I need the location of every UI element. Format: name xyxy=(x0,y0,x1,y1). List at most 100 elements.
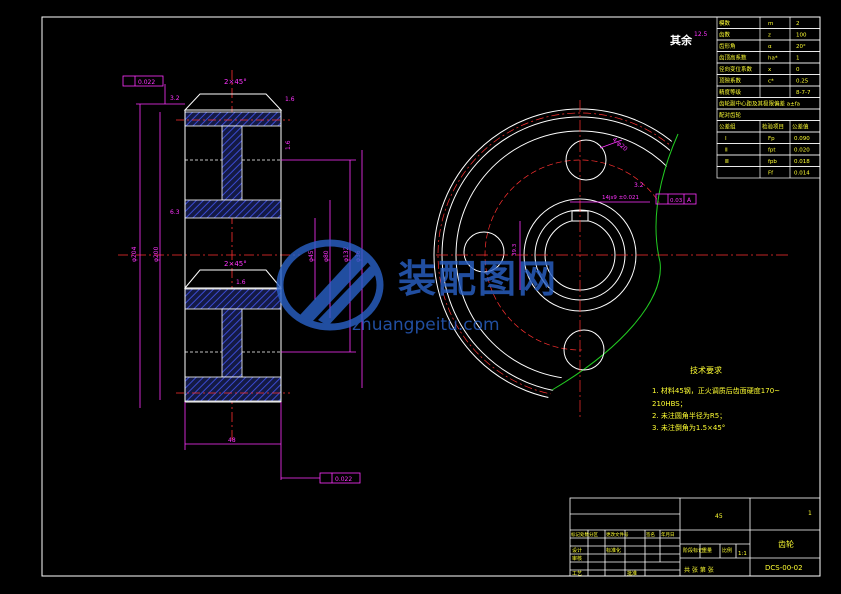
dim-width-label: 48 xyxy=(228,437,236,444)
top-chamfer-outline xyxy=(183,93,283,111)
check-row-box xyxy=(716,166,821,179)
check-item: fpt xyxy=(768,148,776,154)
check-header-cell: 检验项目 xyxy=(762,123,784,131)
param-name: 模数 xyxy=(719,19,731,27)
title-row-2: 审核 xyxy=(572,555,582,562)
param-value: 8-7-7 xyxy=(796,90,811,96)
check-header-cell: 公差组 xyxy=(719,123,736,131)
watermark-logo-slash xyxy=(300,250,372,322)
watermark: 装配图网 zhuangpeitu.com xyxy=(276,239,556,335)
title-quantity: 1 xyxy=(808,510,812,517)
top-rim-hatch xyxy=(184,111,282,127)
front-roughness: 3.2 xyxy=(634,182,644,189)
side-section-view: 0.022 0.022 2×45° 2×45° 3.2 1.6 1.6 6.3 … xyxy=(118,70,363,484)
check-value: 0.018 xyxy=(794,159,810,165)
mid-web-hatch xyxy=(221,308,243,378)
sym-tol-value: 0.03 xyxy=(670,198,683,204)
check-header-cell: 公差值 xyxy=(792,123,809,131)
gear-outline-box xyxy=(184,109,282,403)
roughness-note-label: 其余 xyxy=(670,33,693,47)
lightening-hole-bottom xyxy=(563,329,605,371)
param-value: 0.25 xyxy=(796,79,809,85)
param-span-text: 配对齿轮 xyxy=(719,111,742,119)
param-symbol: m xyxy=(768,21,773,27)
check-group: Ⅲ xyxy=(725,159,729,165)
check-item: Ff xyxy=(768,171,774,177)
tech-title: 技术要求 xyxy=(690,365,722,375)
watermark-logo-slash-2 xyxy=(318,266,378,326)
chamfer-mid-label: 2×45° xyxy=(224,260,247,268)
param-name: 顶隙系数 xyxy=(719,77,742,85)
watermark-url: zhuangpeitu.com xyxy=(352,315,500,335)
param-value: 20° xyxy=(796,44,806,50)
title-block xyxy=(569,497,821,577)
watermark-logo-ring xyxy=(276,239,384,331)
check-item: Fp xyxy=(768,136,775,142)
tech-item-1b: 210HBS； xyxy=(652,400,687,408)
hole-leader xyxy=(599,139,623,149)
dim-right-3-label: φ45 xyxy=(308,250,315,262)
title-label-stage: 阶段标记 xyxy=(683,547,703,554)
dim-top-right-label: 1.6 xyxy=(285,140,292,150)
sym-tol-datum: A xyxy=(687,197,692,204)
hole-label: 4-φ20 xyxy=(611,136,629,153)
pitch-circle xyxy=(437,112,680,398)
top-hub-hatch xyxy=(184,199,282,219)
chamfer-top-label: 2×45° xyxy=(224,78,247,86)
title-col-1: 签名 xyxy=(646,531,655,538)
check-group: Ⅰ xyxy=(725,136,727,142)
param-name: 齿顶高系数 xyxy=(719,54,747,62)
check-group: Ⅱ xyxy=(725,148,728,154)
param-name: 齿形角 xyxy=(719,42,736,50)
title-row-3: 工艺 xyxy=(572,571,582,577)
roughness-top-left: 3.2 xyxy=(170,95,180,102)
dim-right-2-label: φ80 xyxy=(323,250,330,262)
param-name: 齿数 xyxy=(719,31,731,39)
check-item: fpb xyxy=(768,159,777,165)
mid-chamfer-outline xyxy=(183,269,283,289)
tech-requirements: 技术要求 1. 材料45钢，正火调质后齿面硬度170~ 210HBS； 2. 未… xyxy=(652,365,780,432)
bottom-rim-hatch xyxy=(184,376,282,402)
param-value: 100 xyxy=(796,33,807,39)
tolerance-frame-bottom: 0.022 xyxy=(319,472,361,484)
param-symbol: x xyxy=(768,67,772,73)
param-value: 1 xyxy=(796,56,800,62)
title-label-approve: 批准 xyxy=(627,570,637,577)
param-name: 精度等级 xyxy=(719,88,742,96)
title-label-std: 标准化 xyxy=(606,547,621,554)
title-row-1: 设计 xyxy=(572,547,582,554)
sym-tol-frame xyxy=(655,193,697,205)
dim-d-label: φ200 xyxy=(153,246,160,262)
lightening-hole-top xyxy=(565,139,607,181)
roughness-mid: 1.6 xyxy=(236,279,246,286)
param-symbol: ha* xyxy=(768,56,778,62)
param-symbol: α xyxy=(768,44,772,50)
title-col-0: 更改文件号 xyxy=(606,531,629,538)
check-value: 0.090 xyxy=(794,136,810,142)
lightening-hole-left xyxy=(463,231,505,273)
check-value: 0.020 xyxy=(794,148,810,154)
tech-item-1: 1. 材料45钢，正火调质后齿面硬度170~ xyxy=(652,386,780,395)
check-value: 0.014 xyxy=(794,171,810,177)
roughness-top-right: 1.6 xyxy=(285,96,295,103)
mid-rim-hatch xyxy=(184,288,282,310)
param-span-text: 齿轮副中心距及其极限偏差 a±fa xyxy=(719,100,800,108)
dim-da-label: φ204 xyxy=(131,246,138,262)
tolerance-frame-top: 0.022 xyxy=(122,75,164,87)
title-label-weight: 重量 xyxy=(702,547,712,554)
outer-frame xyxy=(41,16,821,577)
param-symbol: z xyxy=(768,33,771,39)
title-row-0: 标记处数分区 xyxy=(571,531,598,538)
top-web-hatch xyxy=(221,125,243,201)
title-sheet: 共 张 第 张 xyxy=(684,566,714,574)
param-name: 径向变位系数 xyxy=(719,65,753,73)
roughness-note-symbol: 12.5 xyxy=(694,31,708,38)
title-part-name: 齿轮 xyxy=(778,539,794,549)
title-drawing-no: DCS-00-02 xyxy=(765,564,803,572)
tech-item-3: 3. 未注倒角为1.5×45° xyxy=(652,423,725,432)
param-value: 0 xyxy=(796,67,800,73)
dim-right-1-label: φ132 xyxy=(343,246,350,262)
